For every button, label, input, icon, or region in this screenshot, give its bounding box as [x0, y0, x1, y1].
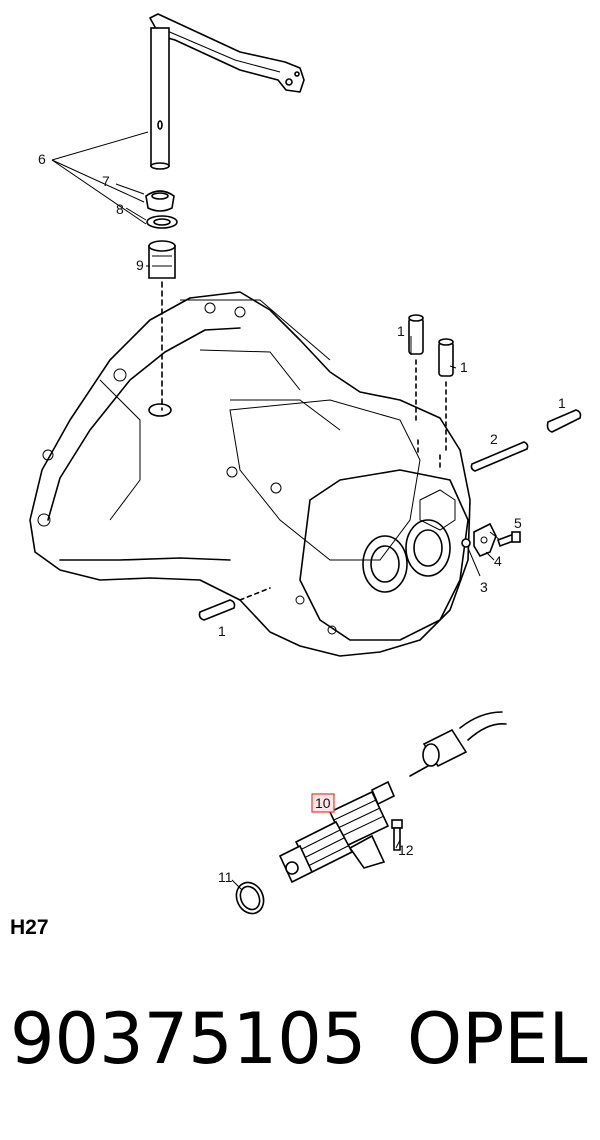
- callout-7: 7: [102, 173, 110, 189]
- callout-10: 10: [315, 795, 331, 811]
- bracket-part-4: [473, 522, 497, 557]
- callout-8: 8: [116, 201, 124, 217]
- speedometer-cable: [409, 711, 507, 777]
- pin-part-1-c: [546, 409, 582, 433]
- o-ring-part-11: [235, 881, 265, 915]
- diagram-code: H27: [10, 916, 49, 939]
- seal-part-7: [145, 190, 175, 212]
- bolt-part-5: [496, 531, 521, 548]
- pin-part-1-b: [438, 338, 454, 451]
- callout-1-d: 1: [218, 623, 226, 639]
- bolt-part-12: [391, 819, 403, 851]
- callout-2: 2: [490, 431, 498, 447]
- callout-6: 6: [38, 151, 46, 167]
- brand-name: OPEL: [407, 998, 588, 1080]
- callout-9: 9: [136, 257, 144, 273]
- callout-12: 12: [398, 842, 414, 858]
- callout-1-c: 1: [558, 395, 566, 411]
- callout-4: 4: [494, 553, 502, 569]
- leader-lines: [51, 131, 501, 891]
- part-number: 90375105: [10, 998, 367, 1080]
- speedometer-drive-part-10: [278, 780, 396, 884]
- callout-10-highlight: [311, 793, 335, 813]
- spring-part-3: [461, 538, 471, 548]
- callout-5: 5: [514, 515, 522, 531]
- callout-1-b: 1: [460, 359, 468, 375]
- exploded-parts-diagram: 6 7 8 9 1 1 1 1 2 5 4 3 10 11 12: [29, 13, 582, 915]
- callout-11: 11: [218, 869, 233, 885]
- rod-part-2: [470, 441, 529, 472]
- transmission-housing: [29, 291, 471, 657]
- callout-1-a: 1: [397, 323, 405, 339]
- ring-part-8: [146, 215, 178, 229]
- bushing-part-9: [148, 240, 176, 411]
- pin-part-1-d: [198, 587, 271, 621]
- shift-rod-part-6: [149, 13, 305, 170]
- pin-part-1-a: [408, 314, 424, 421]
- callout-3: 3: [480, 579, 488, 595]
